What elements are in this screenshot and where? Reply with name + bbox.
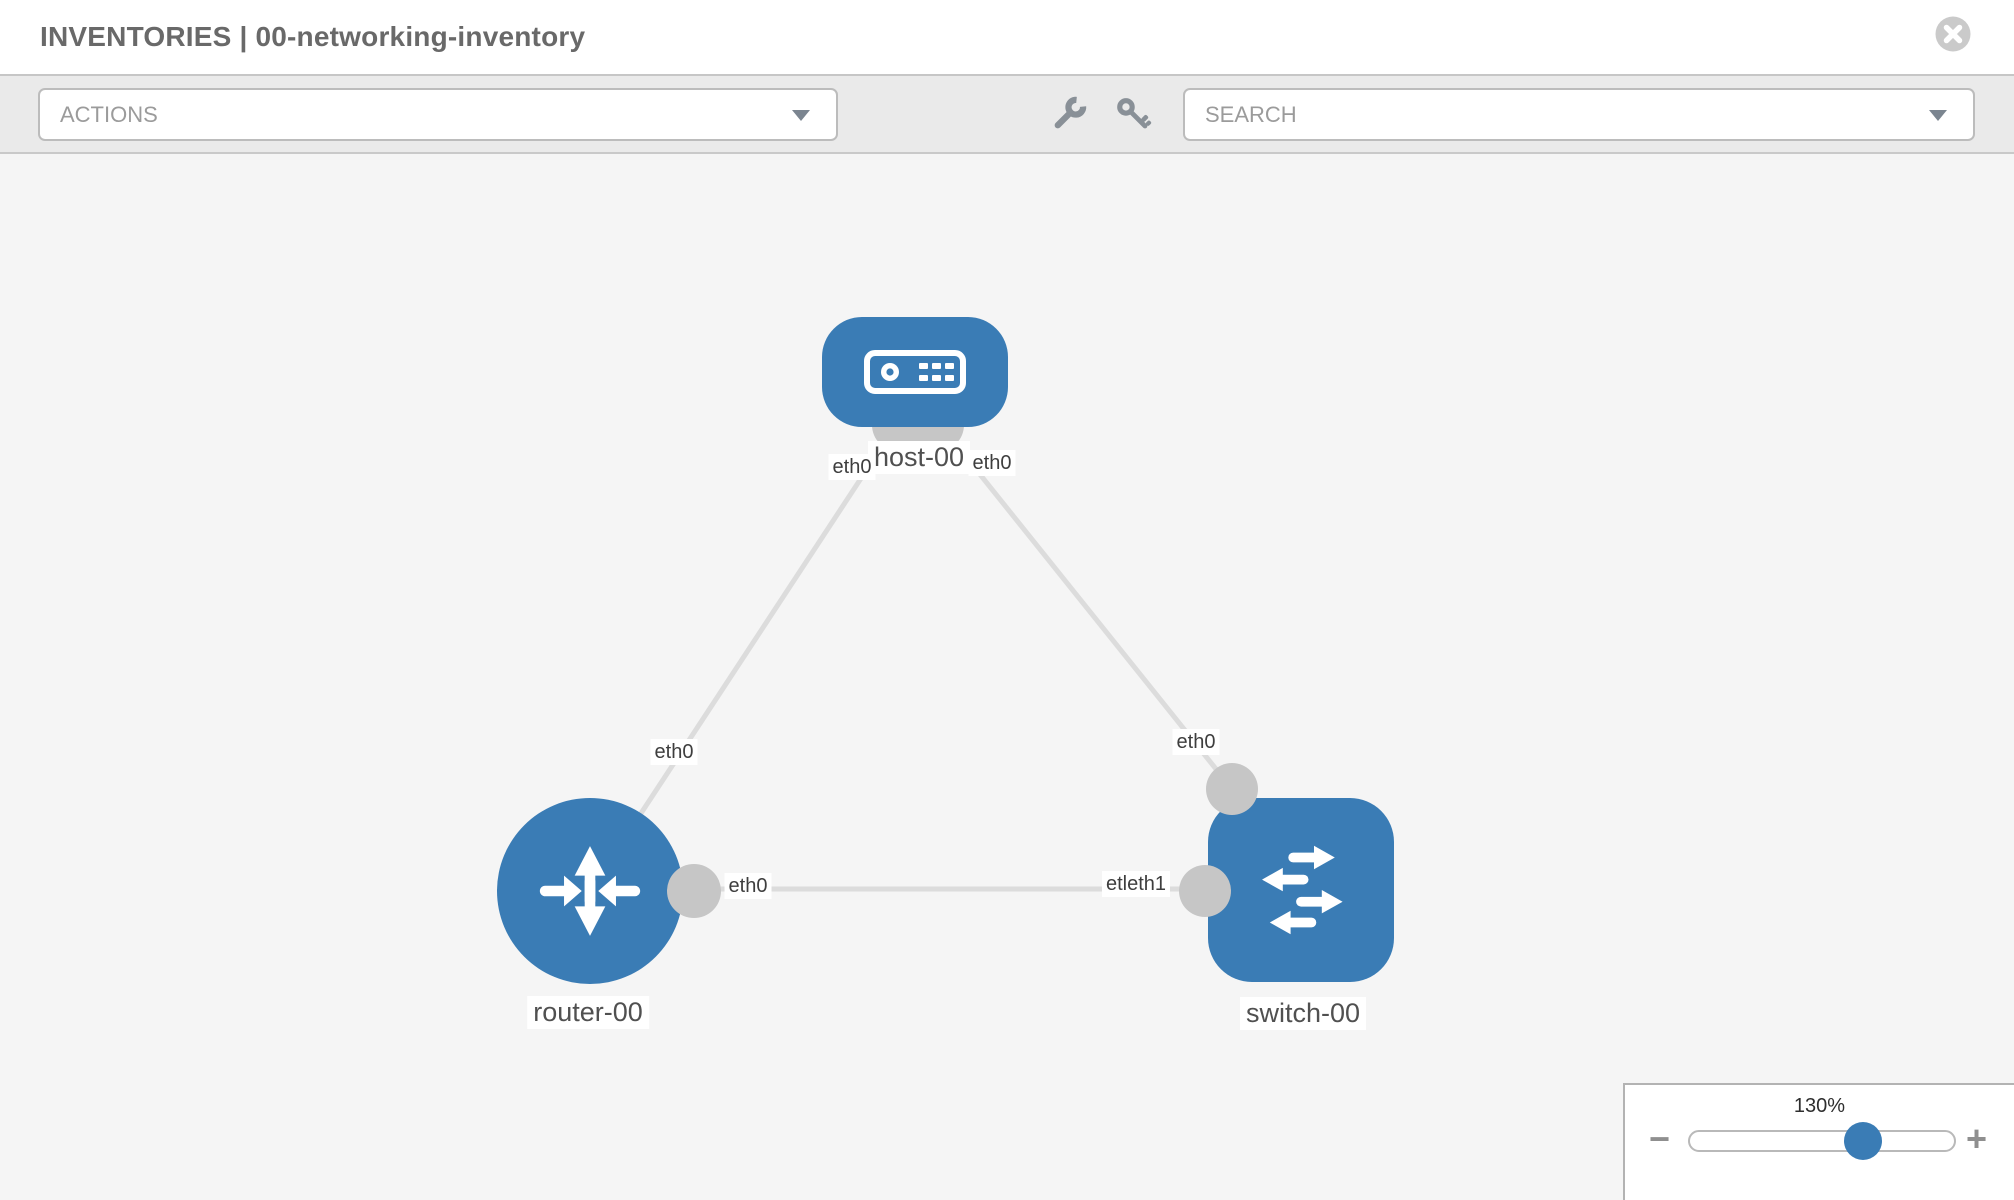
node-switch-00[interactable] bbox=[1208, 798, 1394, 982]
links-layer bbox=[587, 399, 1234, 893]
node-router-00[interactable] bbox=[497, 798, 683, 984]
plus-icon: + bbox=[1966, 1118, 1988, 1159]
interface-label: eth0 bbox=[724, 873, 772, 899]
node-label-host: host-00 bbox=[867, 441, 971, 474]
toolbar: ACTIONS SEARCH bbox=[0, 74, 2014, 154]
actions-dropdown-label: ACTIONS bbox=[60, 102, 158, 127]
zoom-panel: 130% − + bbox=[1623, 1083, 2014, 1200]
zoom-slider-thumb[interactable] bbox=[1844, 1122, 1882, 1160]
zoom-out-button[interactable]: − bbox=[1649, 1119, 1670, 1159]
node-label-switch: switch-00 bbox=[1239, 997, 1367, 1030]
page-title: INVENTORIES | 00-networking-inventory bbox=[40, 21, 586, 52]
close-button[interactable] bbox=[1934, 15, 1972, 53]
wrench-icon bbox=[1054, 96, 1087, 129]
zoom-in-button[interactable]: + bbox=[1966, 1119, 1987, 1159]
interface-label: eth0 bbox=[1172, 729, 1220, 755]
search-dropdown-label: SEARCH bbox=[1205, 102, 1297, 127]
header: INVENTORIES | 00-networking-inventory bbox=[0, 0, 2014, 74]
interface-label: eth0 bbox=[650, 739, 698, 765]
interface-label: etleth1 bbox=[1101, 871, 1171, 897]
node-host-00[interactable] bbox=[822, 317, 1008, 427]
close-icon bbox=[1935, 16, 1971, 52]
search-dropdown[interactable]: SEARCH bbox=[1183, 88, 1975, 141]
credentials-button[interactable] bbox=[1112, 93, 1156, 137]
minus-icon: − bbox=[1649, 1118, 1671, 1159]
connector-overlay bbox=[667, 763, 1258, 918]
chevron-down-icon bbox=[792, 110, 810, 121]
zoom-level: 130% bbox=[1793, 1095, 1846, 1117]
host-icon bbox=[864, 350, 966, 394]
router-icon bbox=[539, 846, 641, 936]
switch-icon bbox=[1262, 845, 1343, 935]
interface-label: eth0 bbox=[828, 454, 876, 480]
node-label-router: router-00 bbox=[527, 996, 649, 1029]
zoom-slider-track[interactable] bbox=[1688, 1130, 1956, 1152]
chevron-down-icon bbox=[1929, 110, 1947, 121]
key-icon bbox=[1117, 98, 1152, 129]
interface-label: eth0 bbox=[968, 450, 1016, 476]
topology-canvas[interactable]: host-00 router-00 switch-00 eth0 eth0 et… bbox=[0, 154, 2014, 1200]
actions-dropdown[interactable]: ACTIONS bbox=[38, 88, 838, 141]
tools-button[interactable] bbox=[1046, 93, 1090, 137]
